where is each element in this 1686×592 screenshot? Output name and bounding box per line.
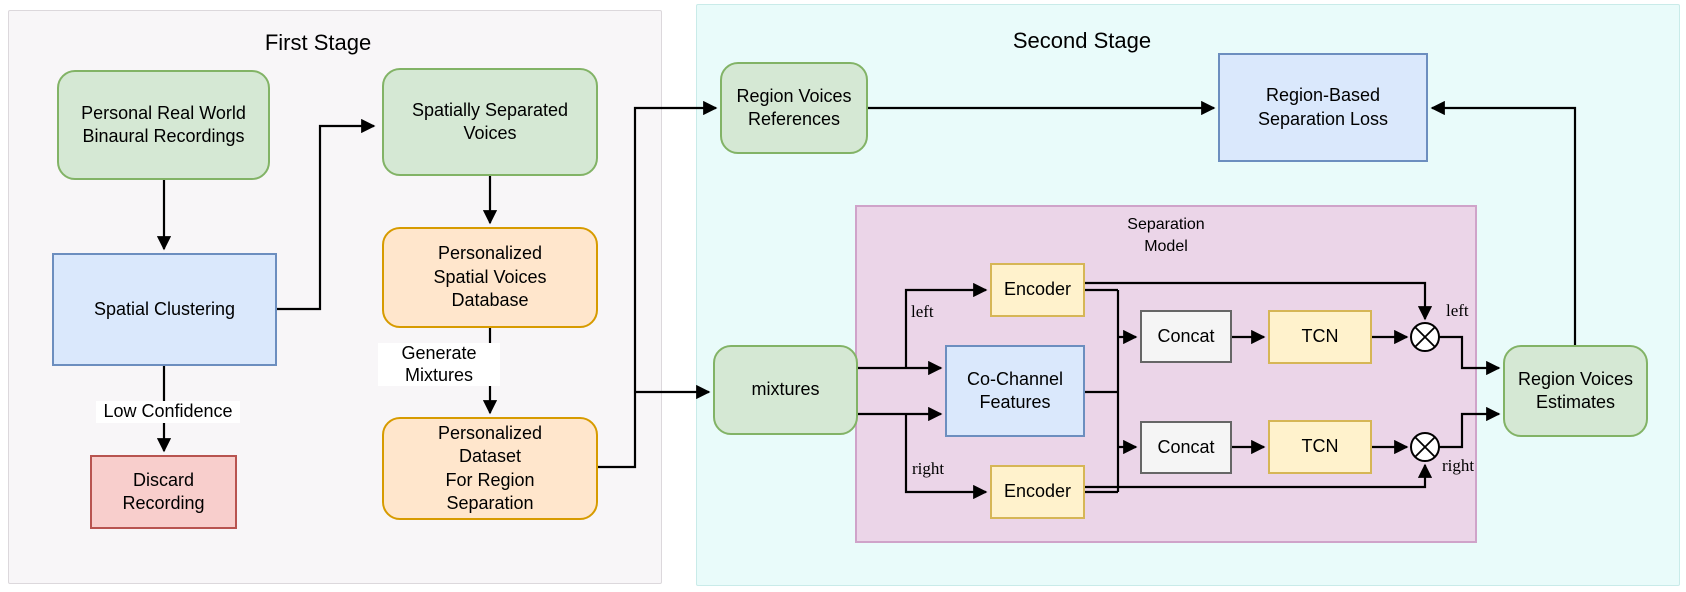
node-region-voices-references: Region Voices References: [720, 62, 868, 154]
channel-label-right-input: right: [912, 459, 945, 478]
node-spatially-separated-voices: Spatially Separated Voices: [382, 68, 598, 176]
separation-model-title: Separation Model: [1127, 216, 1205, 255]
channel-label-right-output: right: [1442, 456, 1475, 475]
node-concat-right: Concat: [1140, 421, 1232, 474]
edge-label-generate-mixtures: Generate Mixtures: [378, 343, 500, 387]
first-stage-title: First Stage: [264, 30, 372, 55]
node-personalized-dataset: Personalized Dataset For Region Separati…: [382, 417, 598, 520]
node-tcn-left: TCN: [1268, 310, 1372, 364]
channel-label-left-input: left: [911, 302, 934, 321]
node-encoder-right: Encoder: [990, 465, 1085, 519]
node-mixtures: mixtures: [713, 345, 858, 435]
node-region-based-separation-loss: Region-Based Separation Loss: [1218, 53, 1428, 162]
edge-label-low-confidence: Low Confidence: [96, 401, 240, 423]
node-encoder-left: Encoder: [990, 263, 1085, 317]
node-discard-recording: Discard Recording: [90, 455, 237, 529]
node-spatial-voices-database: Personalized Spatial Voices Database: [382, 227, 598, 328]
node-spatial-clustering: Spatial Clustering: [52, 253, 277, 366]
node-tcn-right: TCN: [1268, 420, 1372, 474]
node-region-voices-estimates: Region Voices Estimates: [1503, 345, 1648, 437]
node-binaural-recordings: Personal Real World Binaural Recordings: [57, 70, 270, 180]
second-stage-title: Second Stage: [1012, 28, 1152, 53]
node-co-channel-features: Co-Channel Features: [945, 345, 1085, 437]
channel-label-left-output: left: [1446, 301, 1469, 320]
node-concat-left: Concat: [1140, 310, 1232, 363]
